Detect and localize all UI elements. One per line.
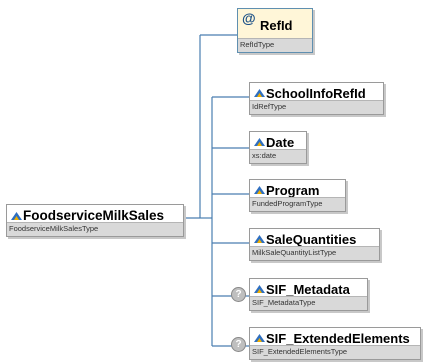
element-node-date[interactable]: Date xs:date — [249, 131, 307, 164]
element-type: MilkSaleQuantityListType — [250, 246, 379, 260]
optional-marker-icon: ? — [231, 337, 246, 352]
attribute-node[interactable]: @ RefId RefIdType — [237, 8, 313, 53]
element-type: SIF_ExtendedElementsType — [250, 345, 420, 359]
optional-marker-icon: ? — [231, 287, 246, 302]
element-name: SchoolInfoRefId — [266, 86, 366, 101]
element-type: SIF_MetadataType — [250, 296, 367, 310]
element-type: FundedProgramType — [250, 197, 345, 211]
element-icon — [254, 334, 265, 342]
attribute-name: RefId — [260, 18, 293, 33]
element-node-salequantities[interactable]: SaleQuantities MilkSaleQuantityListType — [249, 228, 380, 261]
root-name: FoodserviceMilkSales — [23, 208, 165, 223]
element-icon — [254, 235, 265, 243]
element-icon — [254, 285, 265, 293]
attribute-icon: @ — [242, 10, 256, 26]
element-icon — [254, 89, 265, 97]
root-type: FoodserviceMilkSalesType — [7, 222, 183, 236]
element-name: SaleQuantities — [266, 232, 357, 247]
element-node-sif-metadata[interactable]: SIF_Metadata SIF_MetadataType — [249, 278, 368, 311]
element-node-schoolinforefid[interactable]: SchoolInfoRefId IdRefType — [249, 82, 384, 115]
element-name: Program — [266, 183, 320, 198]
element-type: xs:date — [250, 149, 306, 163]
element-name: SIF_ExtendedElements — [266, 331, 410, 346]
root-node[interactable]: FoodserviceMilkSales FoodserviceMilkSale… — [6, 204, 184, 237]
element-icon — [254, 186, 265, 194]
element-name: SIF_Metadata — [266, 282, 350, 297]
element-node-program[interactable]: Program FundedProgramType — [249, 179, 346, 212]
element-node-sif-extendedelements[interactable]: SIF_ExtendedElements SIF_ExtendedElement… — [249, 327, 421, 360]
element-type: IdRefType — [250, 100, 383, 114]
element-icon — [254, 138, 265, 146]
attribute-type: RefIdType — [238, 38, 312, 52]
element-icon — [11, 212, 22, 220]
element-name: Date — [266, 135, 295, 150]
